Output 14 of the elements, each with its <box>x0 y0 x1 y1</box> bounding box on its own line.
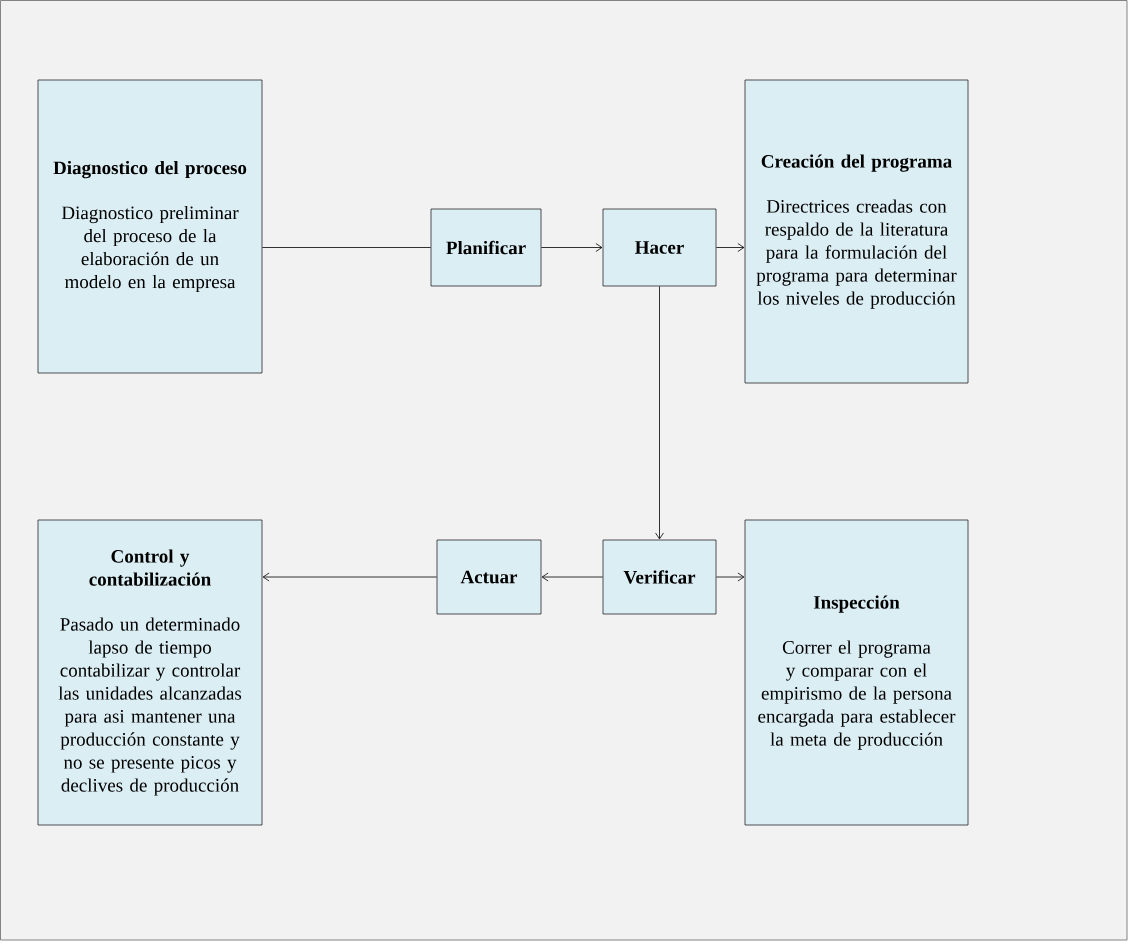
step-box: Hacer <box>602 208 717 287</box>
step-box: Planificar <box>430 208 542 287</box>
step-box: Actuar <box>436 539 542 615</box>
arrow <box>541 243 603 252</box>
process-box: Control y contabilización Pasado un determinado lapso de tiempo contabilizar y controlar las unidades alcanzadas para asi mantener una producción constante y no se presente picos y declives de producción <box>37 519 263 826</box>
arrow <box>716 572 745 582</box>
process-box: Creación del programa Directrices creadas con respaldo de la literatura para la formulación del programa para determinar los niveles de producción <box>744 79 969 384</box>
step-box: Verificar <box>602 539 717 615</box>
process-box: Diagnostico del proceso Diagnostico preliminar del proceso de la elaboración de un modelo en la empresa <box>37 79 263 374</box>
arrow <box>716 243 745 252</box>
arrow <box>541 572 603 582</box>
arrow <box>262 572 437 582</box>
process-box: Inspección Correr el programa y comparar con el empirismo de la persona encargada para establecer la meta de producción <box>744 519 969 826</box>
arrow <box>655 286 664 540</box>
